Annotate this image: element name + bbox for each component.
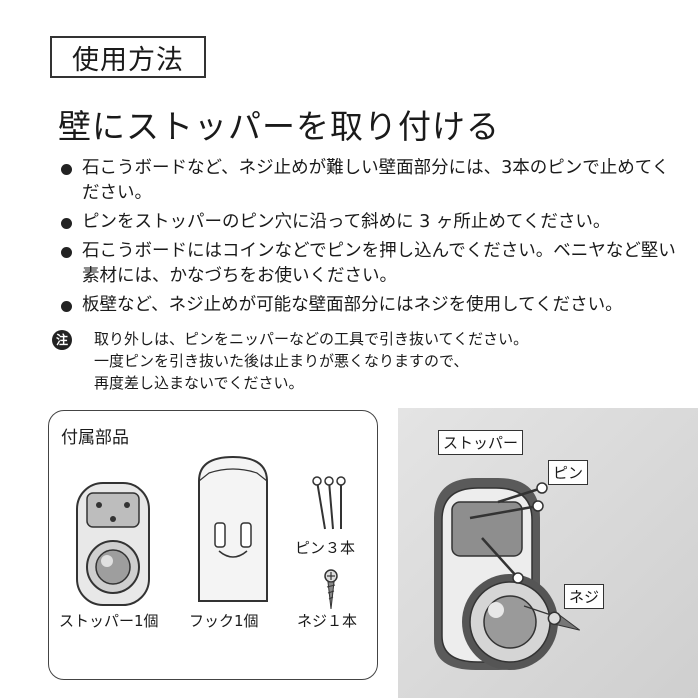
caution-line: 取り外しは、ピンをニッパーなどの工具で引き抜いてください。 [94, 330, 529, 348]
screw-callout: ネジ [564, 584, 605, 609]
instruction-text: ピンをストッパーのピン穴に沿って斜めに 3 ヶ所止めてください。 [82, 212, 611, 232]
bullet-icon [61, 164, 72, 175]
caution-note: 注 取り外しは、ピンをニッパーなどの工具で引き抜いてください。 一度ピンを引き抜… [52, 328, 678, 394]
instruction-text: 石こうボードにはコインなどでピンを押し込んでください。ベニヤなど堅い素材には、か… [82, 241, 676, 286]
caution-line: 再度差し込まないでください。 [94, 374, 304, 392]
screw-illustration [324, 569, 338, 610]
installation-diagram: ストッパー ピン ネジ [398, 408, 698, 698]
stopper-callout: ストッパー [438, 430, 524, 455]
section-label: 使用方法 [50, 36, 206, 78]
bullet-icon [61, 247, 72, 258]
screw-caption: ネジ１本 [297, 612, 358, 630]
stopper-caption: ストッパー1個 [59, 612, 159, 630]
caution-line: 一度ピンを引き抜いた後は止まりが悪くなりますので、 [94, 352, 469, 370]
instruction-item: ピンをストッパーのピン穴に沿って斜めに 3 ヶ所止めてください。 [58, 210, 678, 235]
hook-illustration [198, 455, 268, 602]
instruction-list: 石こうボードなど、ネジ止めが難しい壁面部分には、3本のピンで止めてください。 ピ… [58, 156, 678, 318]
page-heading: 壁にストッパーを取り付ける [58, 107, 500, 146]
instruction-text: 板壁など、ネジ止めが可能な壁面部分にはネジを使用してください。 [82, 295, 623, 315]
installed-stopper-illustration [398, 408, 698, 698]
parts-title: 付属部品 [61, 428, 129, 448]
bullet-icon [61, 301, 72, 312]
hook-caption: フック1個 [189, 612, 259, 630]
pins-illustration [312, 476, 346, 530]
instruction-item: 板壁など、ネジ止めが可能な壁面部分にはネジを使用してください。 [58, 293, 678, 318]
instruction-item: 石こうボードなど、ネジ止めが難しい壁面部分には、3本のピンで止めてください。 [58, 156, 678, 206]
instruction-text: 石こうボードなど、ネジ止めが難しい壁面部分には、3本のピンで止めてください。 [82, 158, 670, 203]
caution-icon: 注 [52, 330, 72, 350]
instruction-item: 石こうボードにはコインなどでピンを押し込んでください。ベニヤなど堅い素材には、か… [58, 239, 678, 289]
stopper-illustration [76, 482, 150, 606]
pin-callout: ピン [548, 460, 589, 485]
included-parts-panel: 付属部品 ストッパー1個 フック1個 ピン３本 ネジ１本 [48, 410, 378, 680]
bullet-icon [61, 218, 72, 229]
pins-caption: ピン３本 [295, 539, 356, 557]
